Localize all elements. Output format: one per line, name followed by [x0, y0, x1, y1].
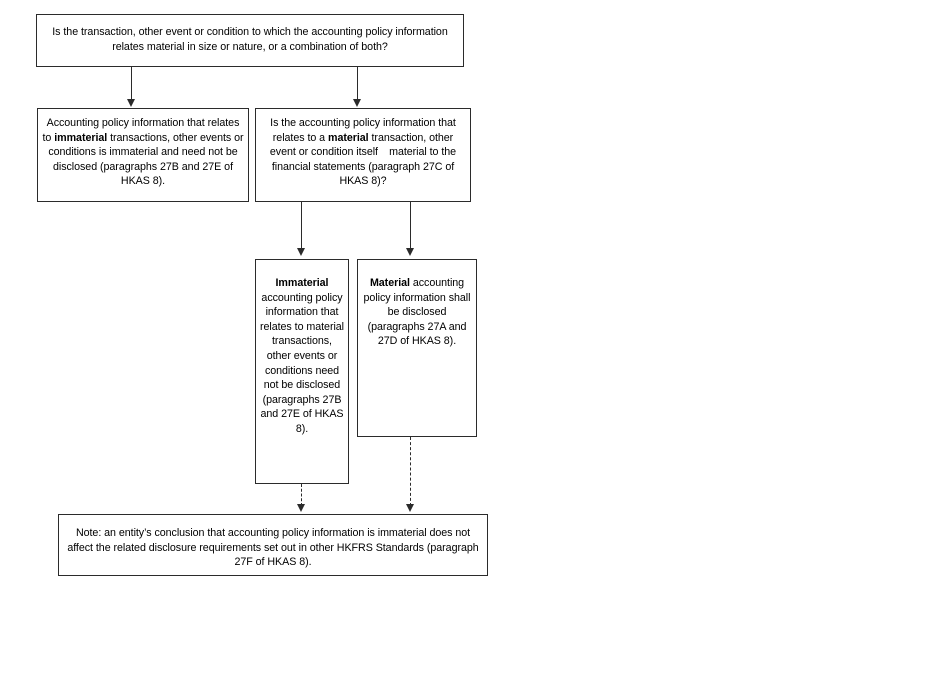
label-part-pre: Is the accounting policy information tha…: [270, 117, 456, 144]
arrowhead-down-icon: [405, 504, 414, 512]
connector-line: [301, 202, 302, 250]
node-immaterial-transactions: Accounting policy information that relat…: [37, 108, 249, 202]
connector-line: [410, 202, 411, 250]
label-part-post: transaction, other event or condition it…: [269, 131, 457, 188]
label-part-bold: immaterial: [54, 131, 108, 144]
arrowhead-down-icon: [405, 248, 414, 256]
node-immaterial-outcome-label: Immaterial accounting policy information…: [256, 260, 348, 437]
arrowhead-down-icon: [126, 99, 135, 107]
label-part-pre: Accounting policy information that relat…: [42, 117, 240, 144]
label-part-post: accounting policy information shall be d…: [363, 277, 471, 348]
connector-line: [131, 67, 132, 101]
label-part-bold: Material: [369, 277, 410, 289]
node-root-question: Is the transaction, other event or condi…: [36, 14, 464, 67]
node-material-outcome-label: Material accounting policy information s…: [358, 260, 476, 349]
arrowhead-down-icon: [352, 99, 361, 107]
node-immaterial-outcome: Immaterial accounting policy information…: [255, 259, 349, 484]
node-immaterial-transactions-label: Accounting policy information that relat…: [38, 109, 248, 189]
arrowhead-down-icon: [296, 248, 305, 256]
node-note: Note: an entity’s conclusion that accoun…: [58, 514, 488, 576]
arrowhead-down-icon: [296, 504, 305, 512]
label-part-post: accounting policy information that relat…: [260, 291, 344, 435]
node-note-label: Note: an entity’s conclusion that accoun…: [67, 527, 479, 569]
label-part-bold: Immaterial: [275, 277, 329, 289]
node-material-outcome: Material accounting policy information s…: [357, 259, 477, 437]
connector-line-dashed: [410, 437, 411, 506]
label-part-post: transactions, other events or conditions…: [48, 131, 244, 188]
label-part-bold: material: [328, 131, 369, 144]
node-material-question: Is the accounting policy information tha…: [255, 108, 471, 202]
connector-line: [357, 67, 358, 101]
node-root-question-label: Is the transaction, other event or condi…: [52, 26, 448, 53]
connector-line-dashed: [301, 484, 302, 506]
node-material-question-label: Is the accounting policy information tha…: [256, 109, 470, 189]
